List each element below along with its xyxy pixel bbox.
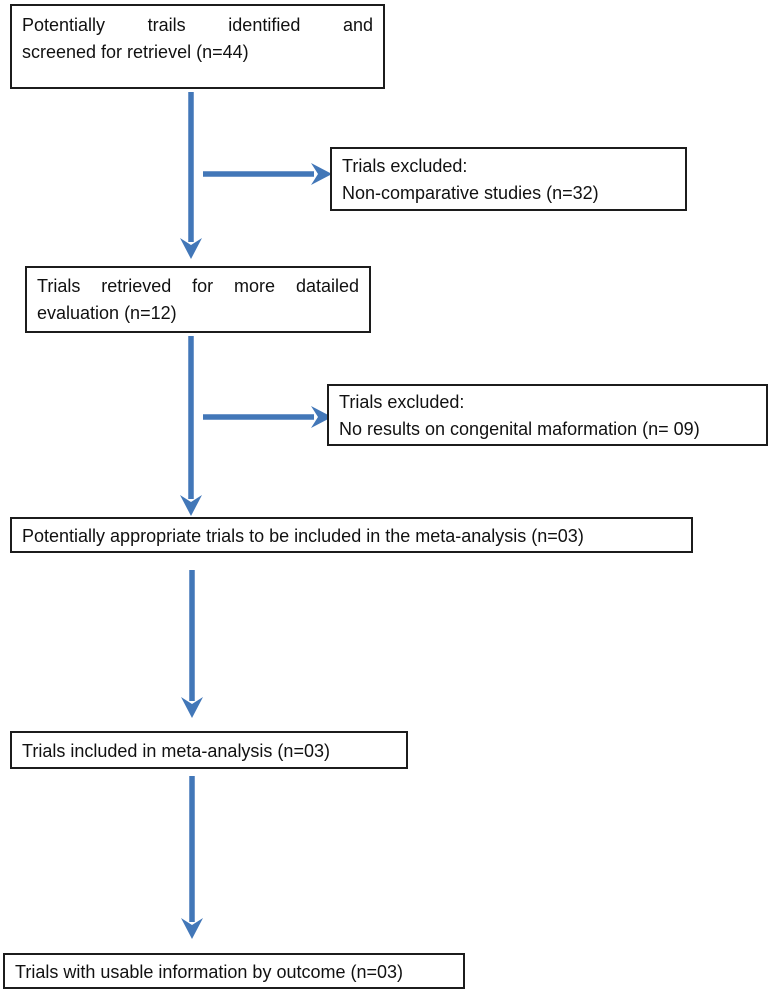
arrow-identified-to-retrieved-icon — [180, 92, 202, 259]
node-text-line: screened for retrievel (n=44) — [22, 42, 249, 62]
node-trials-excluded-noncomparative: Trials excluded: Non-comparative studies… — [330, 147, 687, 211]
node-text-line: Trials included in meta-analysis (n=03) — [22, 741, 330, 761]
arrow-appropriate-to-included-icon — [181, 570, 203, 718]
arrow-branch-to-excluded-noncomparative-icon — [203, 163, 332, 185]
node-trials-included: Trials included in meta-analysis (n=03) — [10, 731, 408, 769]
node-text-line: Potentially trails identified and — [22, 15, 373, 35]
arrow-retrieved-to-appropriate-icon — [180, 336, 202, 516]
node-trials-retrieved: Trials retrieved for more datailed evalu… — [25, 266, 371, 333]
node-text-line: Trials excluded: — [339, 392, 465, 412]
node-potentially-appropriate-trials: Potentially appropriate trials to be inc… — [10, 517, 693, 553]
node-trials-usable-information: Trials with usable information by outcom… — [3, 953, 465, 989]
node-text-line: No results on congenital maformation (n=… — [339, 419, 700, 439]
node-trials-excluded-no-congenital-results: Trials excluded: No results on congenita… — [327, 384, 768, 446]
node-text-line: Non-comparative studies (n=32) — [342, 183, 599, 203]
node-text-line: evaluation (n=12) — [37, 303, 177, 323]
node-text-line: Potentially appropriate trials to be inc… — [22, 526, 584, 546]
node-text-line: Trials with usable information by outcom… — [15, 962, 404, 982]
arrow-branch-to-excluded-no-results-icon — [203, 406, 332, 428]
node-text-line: Trials retrieved for more datailed — [37, 276, 359, 296]
arrow-included-to-usable-icon — [181, 776, 203, 939]
node-trials-identified: Potentially trails identified and screen… — [10, 4, 385, 89]
node-text-line: Trials excluded: — [342, 156, 468, 176]
